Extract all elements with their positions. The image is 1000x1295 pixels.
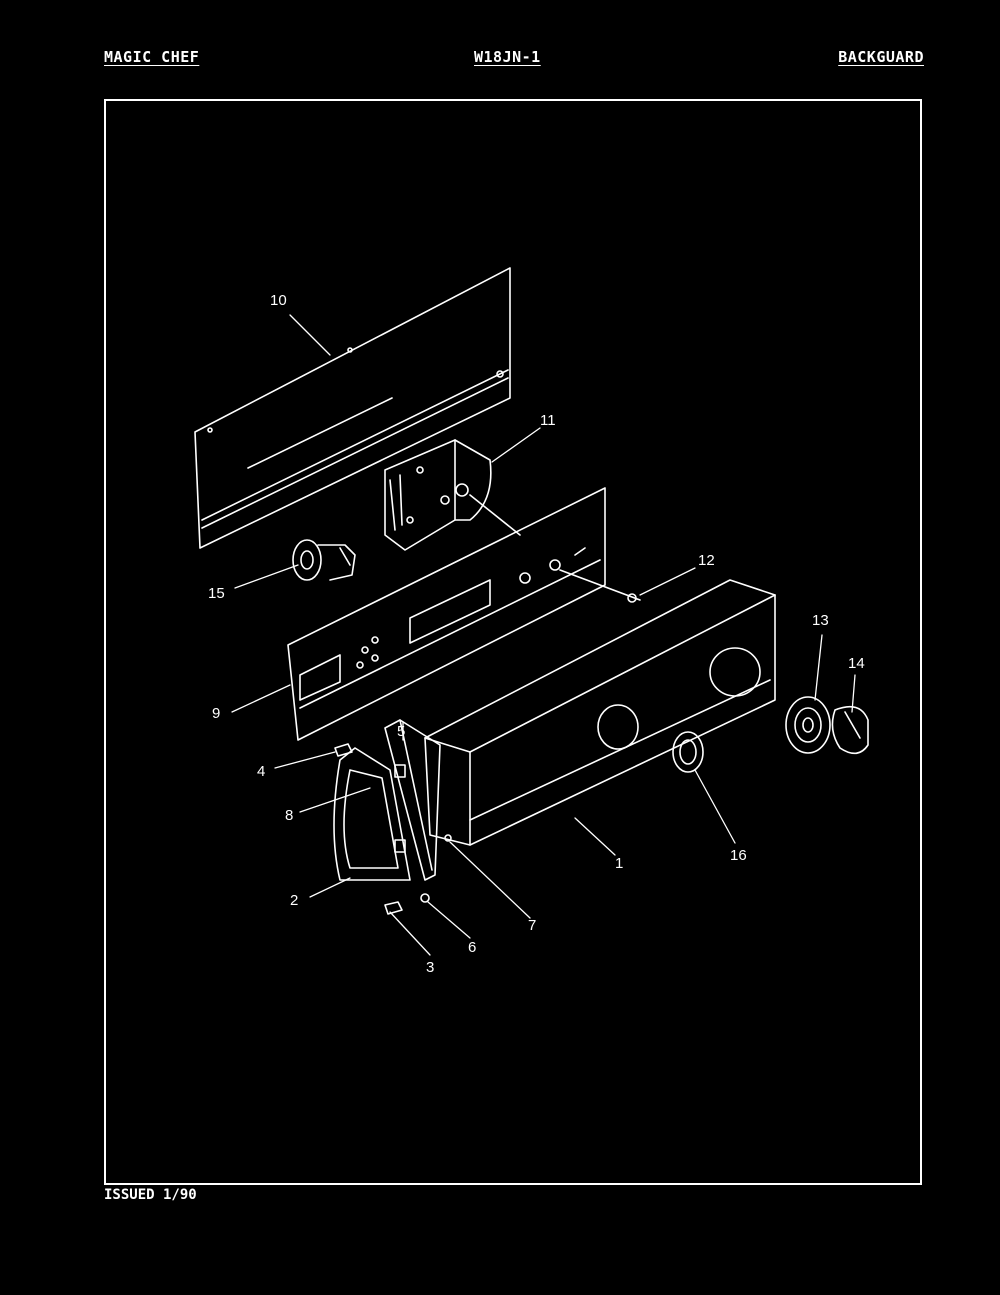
callout-6: 6 bbox=[468, 939, 476, 956]
callout-7: 7 bbox=[528, 917, 536, 934]
callout-14: 14 bbox=[848, 655, 865, 672]
callout-12: 12 bbox=[698, 552, 715, 569]
part-11-timer bbox=[384, 439, 492, 551]
part-6-screw bbox=[420, 893, 430, 903]
callout-9: 9 bbox=[212, 705, 220, 722]
callout-1: 1 bbox=[615, 855, 623, 872]
callout-15: 15 bbox=[208, 585, 225, 602]
callout-13: 13 bbox=[812, 612, 829, 629]
part-5-trim-strip bbox=[384, 719, 441, 881]
part-13-dial-skirt bbox=[785, 696, 831, 754]
part-10-rear-panel bbox=[194, 267, 511, 549]
callout-4: 4 bbox=[257, 763, 265, 780]
diagram-frame bbox=[104, 99, 922, 1185]
callout-10: 10 bbox=[270, 292, 287, 309]
callout-5: 5 bbox=[397, 723, 405, 740]
part-7-screw bbox=[444, 834, 452, 842]
section-title: BACKGUARD bbox=[838, 48, 924, 66]
brand-label: MAGIC CHEF bbox=[104, 48, 200, 66]
callout-3: 3 bbox=[426, 959, 434, 976]
callout-11: 11 bbox=[540, 412, 556, 429]
leader-lines bbox=[231, 314, 856, 956]
part-9-control-panel bbox=[287, 487, 641, 741]
model-number: W18JN-1 bbox=[474, 48, 541, 66]
issued-date: ISSUED 1/90 bbox=[104, 1187, 197, 1203]
callout-16: 16 bbox=[730, 847, 747, 864]
part-15-switch bbox=[292, 539, 356, 581]
part-3-clip bbox=[384, 901, 403, 915]
part-12-screw bbox=[627, 593, 637, 603]
callout-8: 8 bbox=[285, 807, 293, 824]
callout-2: 2 bbox=[290, 892, 298, 909]
part-16-selector-knob bbox=[672, 731, 704, 773]
part-2-end-cap bbox=[333, 747, 411, 881]
part-4-clip bbox=[334, 743, 353, 757]
part-14-knob bbox=[831, 705, 869, 755]
